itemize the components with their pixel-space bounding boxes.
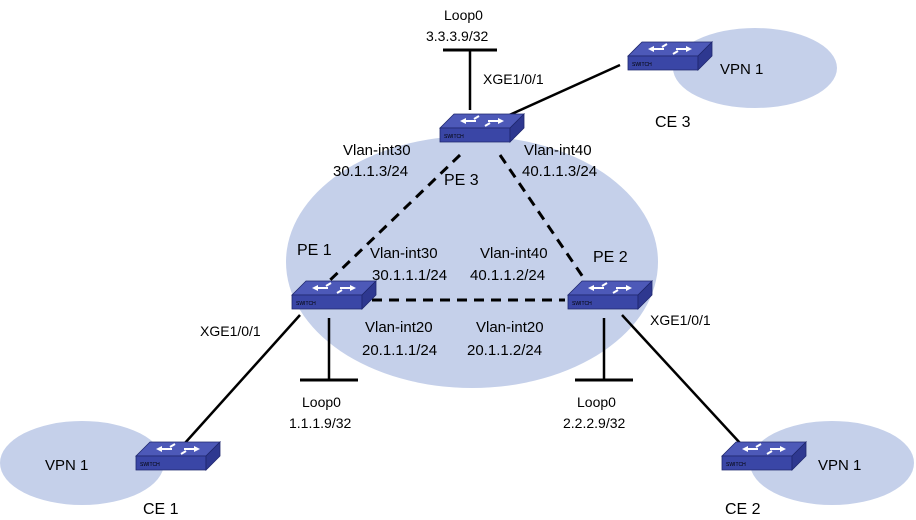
pe3-vlan30-ip: 30.1.1.3/24 xyxy=(333,163,408,180)
xge-pe1: XGE1/0/1 xyxy=(200,323,261,339)
switch-pe3: SWITCH xyxy=(439,113,525,143)
loopback-pe2-name: Loop0 xyxy=(577,394,616,410)
loopback-pe2-ip: 2.2.2.9/32 xyxy=(563,415,625,431)
switch-tag: SWITCH xyxy=(140,462,160,468)
pe3-vlan30-name: Vlan-int30 xyxy=(343,142,411,159)
loopback-pe2-stub xyxy=(575,318,633,382)
switch-tag: SWITCH xyxy=(444,134,464,140)
link-pe2-ce2 xyxy=(621,314,741,444)
xge-pe2: XGE1/0/1 xyxy=(650,312,711,328)
vpn-label-left: VPN 1 xyxy=(45,457,88,474)
switch-tag: SWITCH xyxy=(726,462,746,468)
link-pe3-pe1 xyxy=(323,153,462,287)
xge-pe3: XGE1/0/1 xyxy=(483,71,544,87)
vpn-cloud-left xyxy=(0,421,164,505)
pe1-vlan30-ip: 30.1.1.1/24 xyxy=(372,267,447,284)
vpn-label-right: VPN 1 xyxy=(818,457,861,474)
loopback-pe3-ip: 3.3.3.9/32 xyxy=(426,28,488,44)
device-name-ce1: CE 1 xyxy=(143,501,179,518)
device-name-pe2: PE 2 xyxy=(593,249,628,266)
link-pe1-ce1 xyxy=(184,314,301,444)
device-name-pe3: PE 3 xyxy=(444,172,479,189)
switch-tag: SWITCH xyxy=(572,301,592,307)
link-pe3-pe2 xyxy=(498,154,587,281)
vpn-cloud-top xyxy=(673,28,837,108)
loopback-pe3-stub xyxy=(443,48,497,110)
pe2-vlan20-name: Vlan-int20 xyxy=(476,319,544,336)
loopback-pe1-ip: 1.1.1.9/32 xyxy=(289,415,351,431)
backbone-cloud xyxy=(286,136,658,388)
pe2-vlan20-ip: 20.1.1.2/24 xyxy=(467,342,542,359)
switch-pe2: SWITCH xyxy=(567,280,653,310)
switch-ce3: SWITCH xyxy=(627,41,713,71)
device-name-ce2: CE 2 xyxy=(725,501,761,518)
switch-tag: SWITCH xyxy=(632,62,652,68)
switch-ce1: SWITCH xyxy=(135,441,221,471)
pe3-vlan40-name: Vlan-int40 xyxy=(524,142,592,159)
vpn-label-top: VPN 1 xyxy=(720,61,763,78)
pe1-vlan30-name: Vlan-int30 xyxy=(370,245,438,262)
pe1-vlan20-ip: 20.1.1.1/24 xyxy=(362,342,437,359)
link-pe3-ce3 xyxy=(504,63,621,119)
switch-pe1: SWITCH xyxy=(291,280,377,310)
loopback-pe1-stub xyxy=(300,318,358,382)
switch-tag: SWITCH xyxy=(296,301,316,307)
device-name-pe1: PE 1 xyxy=(297,242,332,259)
pe3-vlan40-ip: 40.1.1.3/24 xyxy=(522,163,597,180)
switch-ce2: SWITCH xyxy=(721,441,807,471)
pe2-vlan40-ip: 40.1.1.2/24 xyxy=(470,267,545,284)
loopback-pe3-name: Loop0 xyxy=(444,7,483,23)
pe2-vlan40-name: Vlan-int40 xyxy=(480,245,548,262)
pe1-vlan20-name: Vlan-int20 xyxy=(365,319,433,336)
device-name-ce3: CE 3 xyxy=(655,114,691,131)
loopback-pe1-name: Loop0 xyxy=(302,394,341,410)
